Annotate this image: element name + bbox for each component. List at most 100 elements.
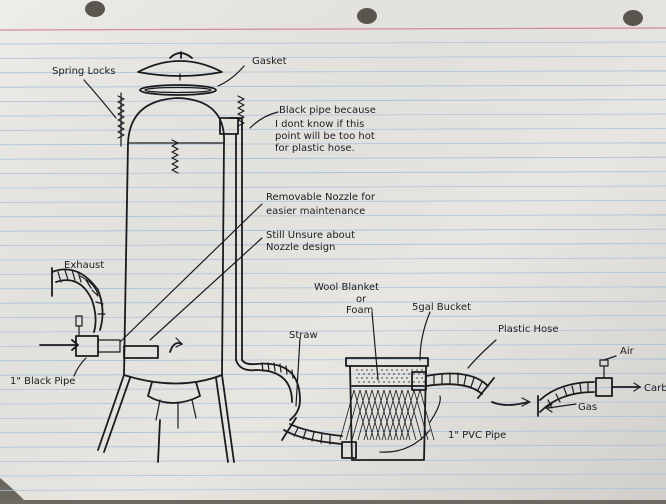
straw-stroke xyxy=(405,389,421,441)
gasket-label: Gasket xyxy=(252,56,287,67)
hose-into-bucket xyxy=(281,417,343,445)
spring-locks-label: Spring Locks xyxy=(52,66,115,77)
foam-dot xyxy=(368,381,370,383)
rule-line xyxy=(0,56,666,59)
rule-line xyxy=(0,329,666,333)
foam-dot xyxy=(361,377,363,379)
rule-lines xyxy=(0,41,666,491)
rule-line xyxy=(0,127,666,131)
straw-stroke xyxy=(377,389,393,441)
straw-stroke xyxy=(393,389,409,441)
foam-dot xyxy=(356,377,358,379)
foam-dot xyxy=(406,377,408,379)
foam-dot xyxy=(366,377,368,379)
rule-line xyxy=(0,300,666,304)
straw-stroke xyxy=(359,389,375,441)
foam-dot xyxy=(363,373,365,375)
foam-dot xyxy=(363,381,365,383)
air-label: Air xyxy=(620,346,635,357)
foam-dot xyxy=(381,377,383,379)
foam-dot xyxy=(378,373,380,375)
foam-dot xyxy=(413,381,415,383)
foam-dot xyxy=(371,377,373,379)
nozzle-note-line1: Removable Nozzle for xyxy=(266,192,376,203)
rule-line xyxy=(0,271,666,275)
straw-stroke xyxy=(383,389,399,441)
straw-stroke xyxy=(369,389,385,441)
wool-label-line2: or xyxy=(356,294,367,305)
straw-stroke xyxy=(413,389,429,441)
foam-dot xyxy=(388,373,390,375)
rule-line xyxy=(0,387,666,391)
foam-dot xyxy=(388,381,390,383)
foam-dot xyxy=(398,373,400,375)
unsure-note-line2: Nozzle design xyxy=(266,242,335,253)
foam-dot xyxy=(391,369,393,371)
foam-dot xyxy=(366,369,368,371)
foam-dot xyxy=(386,369,388,371)
straw-stroke xyxy=(339,389,355,441)
straw-stroke xyxy=(381,389,397,441)
straw-stroke xyxy=(357,389,373,441)
foam-dot xyxy=(386,377,388,379)
filter-bucket xyxy=(339,357,435,461)
foam-dot xyxy=(423,373,425,375)
straw-stroke xyxy=(399,389,415,441)
binder-hole xyxy=(357,8,377,24)
foam-dot xyxy=(396,369,398,371)
rule-line xyxy=(0,444,666,448)
rule-line xyxy=(0,113,666,117)
foam-dot xyxy=(356,369,358,371)
gas-label: Gas xyxy=(578,402,597,413)
foam-dot xyxy=(411,369,413,371)
black-pipe-riser xyxy=(219,117,257,372)
foam-dot xyxy=(358,381,360,383)
foam-dot xyxy=(381,369,383,371)
exhaust-label: Exhaust xyxy=(64,260,104,271)
spring-lock-center xyxy=(171,139,179,174)
foam-dot xyxy=(361,369,363,371)
plastic-hose-out xyxy=(425,372,495,399)
black-pipe-1in-label: 1" Black Pipe xyxy=(10,376,75,387)
foam-dot xyxy=(393,373,395,375)
rule-line xyxy=(0,343,666,347)
rule-line xyxy=(0,84,666,88)
rule-line xyxy=(0,257,666,261)
rule-line xyxy=(0,70,666,74)
straw-stroke xyxy=(375,389,391,441)
black-pipe-note-line3: point will be too hot xyxy=(275,131,375,142)
binder-hole xyxy=(85,1,105,17)
foam-dot xyxy=(421,369,423,371)
foam-dot xyxy=(396,377,398,379)
foam-dot xyxy=(398,381,400,383)
plastic-hose-label: Plastic Hose xyxy=(498,324,559,335)
rule-line xyxy=(0,401,666,405)
rule-line xyxy=(0,315,666,319)
rule-line xyxy=(0,473,666,477)
lid xyxy=(137,51,223,81)
foam-dot xyxy=(408,381,410,383)
rule-line xyxy=(0,99,666,102)
nozzle xyxy=(123,337,183,359)
binder-hole xyxy=(623,10,643,26)
unsure-note-line1: Still Unsure about xyxy=(266,230,355,241)
foam-dot xyxy=(416,377,418,379)
foam-dot xyxy=(373,381,375,383)
foam-dot xyxy=(423,381,425,383)
nozzle-note-line2: easier maintenance xyxy=(266,206,365,217)
spring-lock-right xyxy=(237,95,245,127)
straw-stroke xyxy=(371,389,387,441)
foam-dot xyxy=(416,369,418,371)
spring-lock-left xyxy=(117,92,125,147)
gasket xyxy=(139,84,217,96)
straw-stroke xyxy=(345,389,361,441)
black-pipe-note-line1: Black pipe because xyxy=(279,105,376,116)
foam-dot xyxy=(378,381,380,383)
foam-dot xyxy=(406,369,408,371)
straw-stroke xyxy=(395,389,411,441)
foam-dot xyxy=(393,381,395,383)
pvc-pipe-label: 1" PVC Pipe xyxy=(448,430,506,441)
rule-line xyxy=(0,228,666,232)
